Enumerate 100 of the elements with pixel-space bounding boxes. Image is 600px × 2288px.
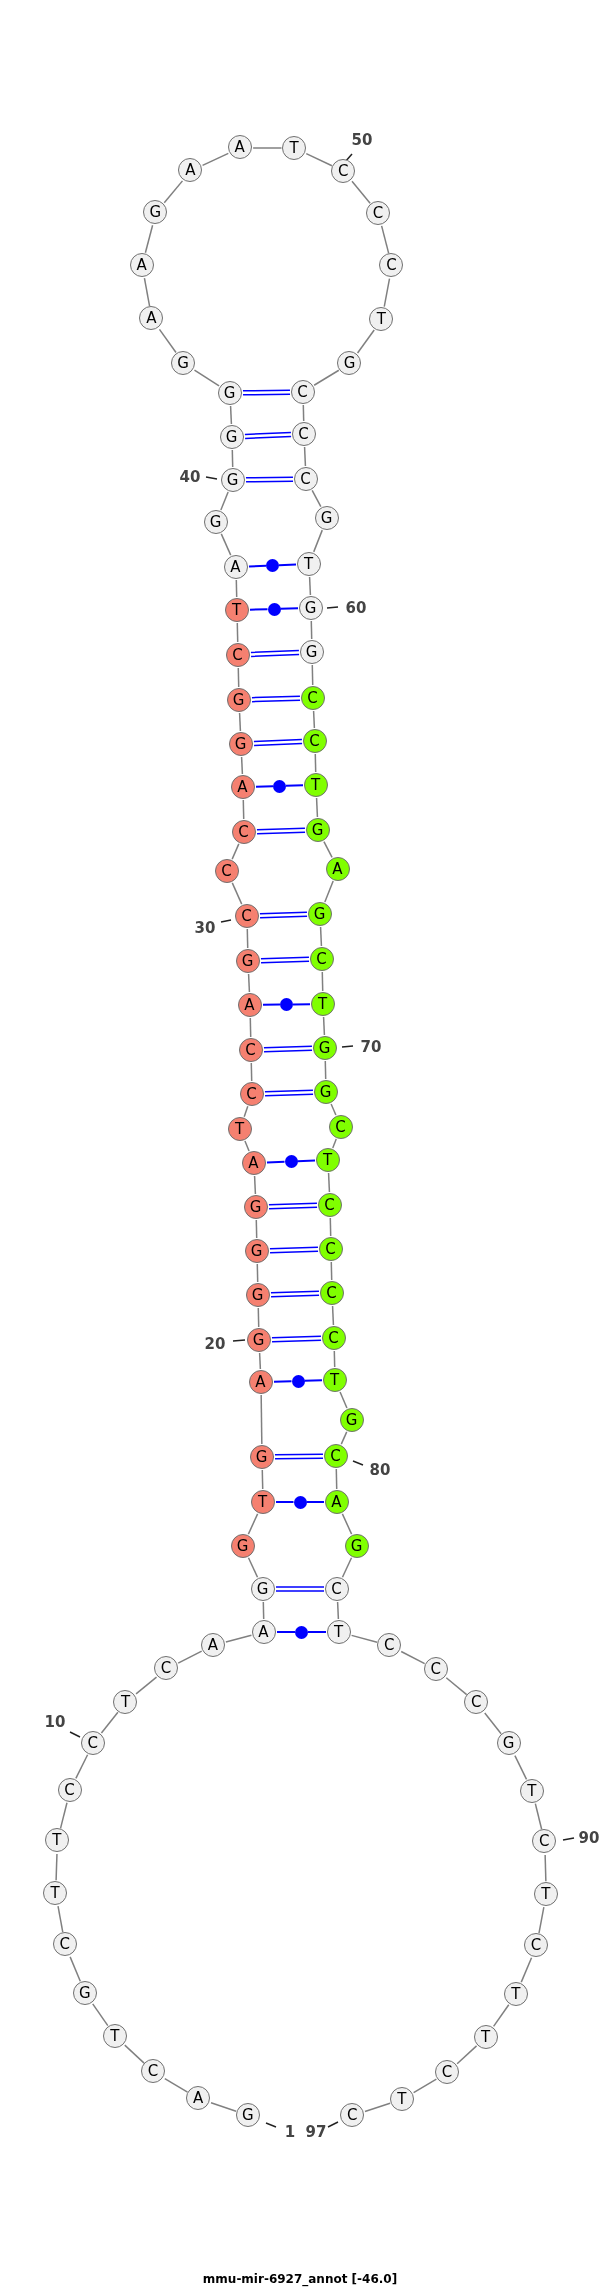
base-pair-line: [275, 1501, 295, 1503]
backbone-line: [538, 1906, 545, 1934]
nucleotide-circle: C: [524, 1933, 549, 1958]
base-pair-line: [248, 564, 267, 568]
backbone-line: [322, 1016, 326, 1036]
nucleotide-circle: C: [57, 1777, 82, 1802]
nucleotide-circle: T: [533, 1881, 558, 1906]
base-pair-line: [264, 1089, 314, 1097]
backbone-line: [163, 180, 184, 204]
backbone-line: [341, 1513, 353, 1535]
nucleotide-circle: C: [291, 421, 316, 446]
base-pair-line: [245, 476, 294, 483]
nucleotide-circle: T: [473, 2024, 498, 2049]
backbone-line: [380, 225, 390, 255]
nucleotide-circle: T: [519, 1778, 544, 1803]
backbone-line: [220, 533, 232, 556]
nucleotide-circle: T: [224, 597, 249, 622]
position-number: 30: [194, 919, 216, 937]
backbone-line: [258, 1352, 262, 1370]
backbone-line: [193, 369, 220, 387]
backbone-line: [311, 664, 314, 686]
backbone-line: [544, 1854, 547, 1883]
backbone-line: [238, 712, 242, 732]
backbone-line: [445, 1677, 468, 1696]
nucleotide-circle: G: [228, 731, 253, 756]
nucleotide-circle: C: [324, 1576, 349, 1601]
nucleotide-circle: T: [296, 551, 321, 576]
pair-dot: [284, 1155, 298, 1168]
position-number: 10: [44, 1713, 66, 1731]
base-pair-line: [278, 563, 297, 567]
nucleotide-circle: T: [322, 1367, 347, 1392]
nucleotide-circle: A: [200, 1632, 225, 1657]
nucleotide-circle: A: [230, 774, 255, 799]
backbone-line: [253, 1175, 257, 1195]
base-pair-line: [276, 1631, 296, 1633]
base-pair-line: [249, 608, 269, 611]
nucleotide-circle: G: [305, 817, 330, 842]
backbone-line: [323, 840, 333, 859]
backbone-line: [158, 328, 177, 354]
nucleotide-circle: C: [302, 728, 327, 753]
nucleotide-circle: T: [310, 991, 335, 1016]
nucleotide-circle: C: [80, 1730, 105, 1755]
backbone-line: [321, 971, 324, 992]
nucleotide-circle: C: [293, 466, 318, 491]
nucleotide-circle: A: [223, 554, 248, 579]
backbone-line: [261, 1469, 264, 1490]
backbone-line: [247, 973, 251, 993]
backbone-line: [55, 1853, 58, 1882]
nucleotide-circle: T: [227, 1116, 252, 1141]
backbone-line: [210, 2102, 237, 2112]
nucleotide-circle: T: [326, 1619, 351, 1644]
backbone-line: [336, 1601, 340, 1620]
backbone-line: [91, 2003, 109, 2027]
backbone-line: [244, 1140, 250, 1152]
nucleotide-circle: G: [314, 505, 339, 530]
backbone-line: [243, 1105, 249, 1118]
backbone-line: [308, 576, 312, 596]
base-pair-line: [273, 1380, 293, 1383]
nucleotide-circle: C: [239, 1081, 264, 1106]
backbone-line: [324, 880, 334, 903]
nucleotide-circle: G: [235, 2102, 260, 2127]
base-pair-line: [274, 1453, 324, 1460]
base-pair-line: [259, 911, 308, 919]
nucleotide-circle: T: [282, 135, 306, 160]
base-pair-line: [275, 1586, 325, 1592]
base-pair-line: [266, 1160, 286, 1164]
backbone-line: [341, 1557, 353, 1578]
nucleotide-circle: A: [186, 2086, 211, 2111]
backbone-line: [177, 1650, 203, 1664]
nucleotide-circle: A: [248, 1369, 273, 1394]
nucleotide-circle: G: [496, 1731, 521, 1756]
backbone-line: [255, 1219, 258, 1239]
nucleotide-circle: C: [377, 1633, 402, 1657]
nucleotide-circle: C: [379, 253, 404, 278]
base-pair-line: [285, 784, 304, 787]
nucleotide-circle: T: [315, 1147, 340, 1172]
nucleotide-circle: C: [141, 2059, 166, 2084]
pair-dot: [280, 998, 293, 1011]
backbone-line: [302, 404, 305, 422]
backbone-line: [315, 797, 319, 818]
backbone-line: [231, 449, 234, 468]
base-pair-line: [279, 607, 299, 610]
base-pair-line: [292, 1003, 311, 1006]
backbone-line: [314, 753, 317, 773]
backbone-line: [260, 1394, 263, 1445]
nucleotide-circle: C: [214, 858, 239, 883]
backbone-line: [124, 2044, 145, 2064]
base-pair-line: [263, 1045, 313, 1053]
backbone-line: [252, 147, 283, 149]
backbone-line: [250, 1062, 253, 1082]
nucleotide-circle: T: [113, 1689, 138, 1714]
nucleotide-circle: A: [251, 1619, 276, 1644]
backbone-line: [256, 1263, 259, 1283]
backbone-line: [327, 1172, 331, 1193]
base-pair-line: [255, 785, 274, 788]
nucleotide-circle: G: [217, 380, 242, 405]
nucleotide-circle: G: [203, 509, 228, 534]
nucleotide-circle: C: [464, 1690, 489, 1715]
nucleotide-circle: C: [328, 1114, 353, 1139]
backbone-line: [229, 405, 233, 425]
